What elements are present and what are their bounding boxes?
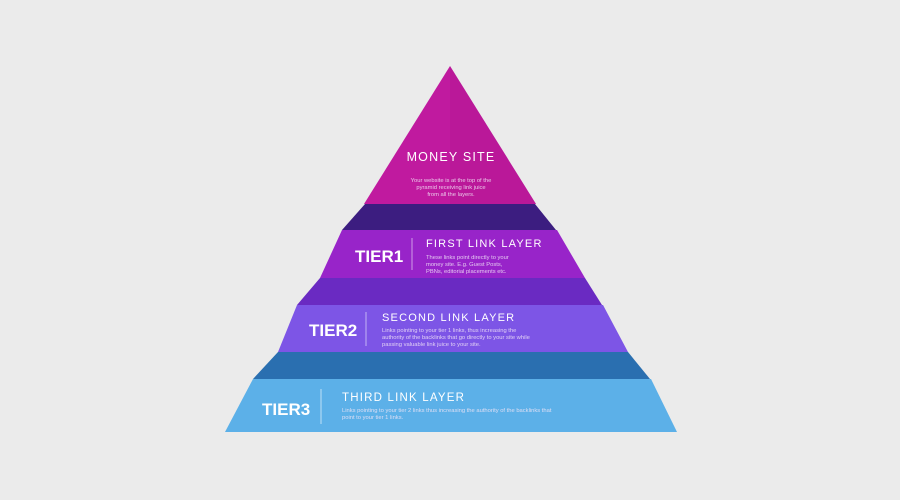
- fold-tier1-tier2: [297, 278, 602, 305]
- tier1-title: FIRST LINK LAYER: [426, 238, 543, 250]
- tier1-desc-line-3: PBNs, editorial placements etc.: [426, 269, 507, 275]
- tier3-badge: TIER3: [262, 400, 310, 419]
- fold-money-tier1: [342, 204, 556, 230]
- tier3-desc-line-1: Links pointing to your tier 2 links thus…: [342, 408, 552, 414]
- tier1-desc-line-2: money site. E.g. Guest Posts,: [426, 262, 503, 268]
- money-site-desc-line-3: from all the layers.: [427, 192, 475, 198]
- tier1-band: [320, 230, 585, 278]
- tier1-desc-line-1: These links point directly to your: [426, 255, 509, 261]
- tier2-title: SECOND LINK LAYER: [382, 312, 515, 324]
- money-site-triangle-shade: [450, 66, 536, 204]
- tier1-badge: TIER1: [355, 247, 403, 266]
- tier3-desc-line-2: point to your tier 1 links.: [342, 415, 404, 421]
- money-site-desc-line-1: Your website is at the top of the: [411, 178, 492, 184]
- tier3-title: THIRD LINK LAYER: [342, 392, 465, 404]
- tier2-desc-line-3: passing valuable link juice to your site…: [382, 342, 481, 348]
- tier3-band: [225, 379, 677, 432]
- money-site-title: MONEY SITE: [407, 150, 496, 164]
- tier2-desc-line-1: Links pointing to your tier 1 links, thu…: [382, 328, 516, 334]
- tier2-desc-line-2: authority of the backlinks that go direc…: [382, 335, 530, 341]
- tier2-badge: TIER2: [309, 321, 357, 340]
- money-site-desc-line-2: pyramid receiving link juice: [416, 185, 485, 191]
- money-site-triangle: [364, 66, 536, 204]
- fold-tier2-tier3: [253, 352, 650, 379]
